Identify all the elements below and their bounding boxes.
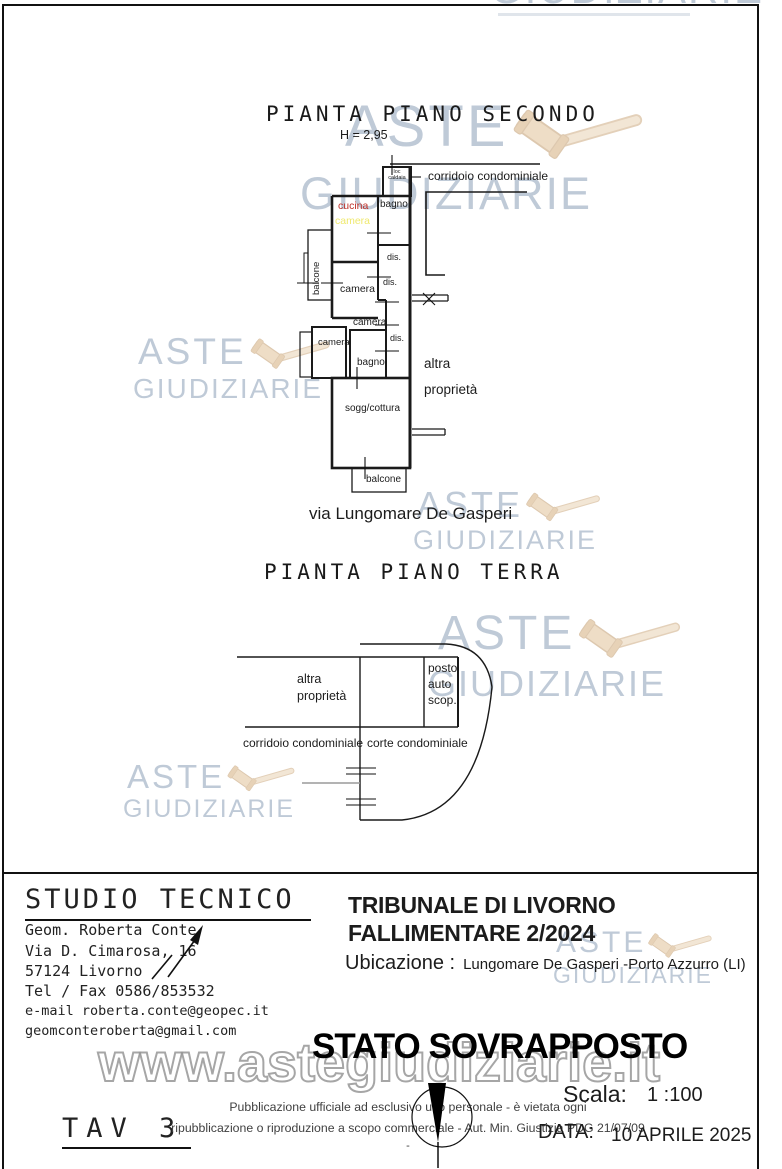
label-corridoio-condominiale: corridoio condominiale <box>428 169 549 183</box>
ubicazione-row: Ubicazione : Lungomare De Gasperi -Porto… <box>345 952 746 975</box>
watermark-text: GIUDIZIARIE <box>413 525 598 555</box>
watermark-lowerleft: ASTE GIUDIZIARIE <box>123 760 299 822</box>
terra-title: PIANTA PIANO TERRA <box>264 560 564 584</box>
label-corridoio-terra: corridoio condominiale <box>243 736 364 750</box>
scala-label: Scala: <box>563 1081 627 1107</box>
ubicazione-label: Ubicazione : <box>345 952 456 974</box>
gavel-icon <box>569 614 687 674</box>
label-camera-1: camera <box>340 283 376 295</box>
watermark-top-partial: GIUDIZIARIE <box>490 0 764 10</box>
label-caldaia: loc caldaia <box>388 169 406 181</box>
watermark-left: ASTE GIUDIZIARIE <box>133 333 335 403</box>
disclaimer-line-2: ripubblicazione o riproduzione a scopo c… <box>171 1121 645 1135</box>
studio-email-pec: e-mail roberta.conte@geopec.it <box>25 1003 269 1019</box>
studio-name: Geom. Roberta Conte <box>25 921 197 939</box>
watermark-text: GIUDIZIARIE <box>300 168 593 219</box>
label-bagno-2: bagno <box>357 357 385 368</box>
signature-arrow-icon <box>151 925 203 980</box>
titleblock-divider <box>2 872 757 874</box>
watermark-text: GIUDIZIARIE <box>553 962 714 988</box>
studio-city: 57124 Livorno <box>25 962 143 980</box>
watermark-text: GIUDIZIARIE <box>428 663 667 704</box>
label-corte-terra: corte condominiale <box>367 736 468 750</box>
studio-phone: Tel / Fax 0586/853532 <box>25 982 215 1000</box>
data-label: DATA: <box>538 1121 594 1143</box>
watermark-terra: ASTE GIUDIZIARIE <box>428 610 687 702</box>
watermark-text: GIUDIZIARIE <box>133 373 324 404</box>
studio-address: Via D. Cimarosa, 16 <box>25 942 197 960</box>
plan2-title: PIANTA PIANO SECONDO <box>266 102 599 126</box>
label-balcone-left: balcone <box>311 261 322 295</box>
ubicazione-value: Lungomare De Gasperi -Porto Azzurro (LI) <box>463 956 746 973</box>
tav-number: TAV 3 <box>62 1113 192 1149</box>
label-dis-3: dis. <box>390 333 405 343</box>
watermark-text: ASTE <box>138 331 247 372</box>
label-dis-2: dis. <box>383 277 398 287</box>
court-name: TRIBUNALE DI LIVORNO <box>348 892 616 918</box>
disclaimer: Pubblicazione ufficiale ad esclusivo uso… <box>163 1097 653 1153</box>
label-camera-2: camera <box>353 317 387 328</box>
court-case: FALLIMENTARE 2/2024 <box>348 920 595 946</box>
label-dis-1: dis. <box>387 252 402 262</box>
watermark-text: ASTE <box>345 94 509 159</box>
label-posto-auto: posto auto scop. <box>428 661 458 707</box>
watermark-text: GIUDIZIARIE <box>123 795 296 823</box>
studio-email-gmail: geomconteroberta@gmail.com <box>25 1023 237 1039</box>
plan2-height-note: H = 2,95 <box>340 128 388 142</box>
label-altra-proprieta-terra: altra proprietà <box>297 672 347 703</box>
watermark-text: ASTE <box>417 484 524 525</box>
watermark-titleblock: ASTE GIUDIZIARIE <box>553 928 716 987</box>
plan2-drawing <box>297 155 540 493</box>
disclaimer-line-3: - <box>406 1140 410 1152</box>
watermark-caption: ASTE GIUDIZIARIE <box>413 487 605 554</box>
data-value: 10 APRILE 2025 <box>611 1125 752 1146</box>
label-camera-3: camera <box>318 337 350 348</box>
label-altra-proprieta-2: altra proprietà <box>424 356 478 397</box>
label-sogg-cottura: sogg/cottura <box>345 403 401 414</box>
watermark-plan2: ASTE GIUDIZIARIE <box>300 98 651 216</box>
watermark-text: ASTE <box>127 758 226 795</box>
watermark-top-underline <box>498 13 690 16</box>
north-arrow-icon <box>411 1083 473 1168</box>
terra-drawing <box>237 643 493 821</box>
studio-title: STUDIO TECNICO <box>25 884 311 921</box>
label-balcone-bottom: balcone <box>366 474 402 485</box>
label-cucina-red: cucina <box>338 200 369 212</box>
watermark-text: ASTE <box>438 607 576 660</box>
doc-title: STATO SOVRAPPOSTO <box>312 1027 688 1066</box>
watermark-url: www.astegiudiziarie.it <box>97 1032 661 1094</box>
disclaimer-line-1: Pubblicazione ufficiale ad esclusivo uso… <box>229 1100 587 1114</box>
watermark-text: GIUDIZIARIE <box>490 0 764 10</box>
watermark-text: ASTE <box>556 926 647 959</box>
label-camera-yellow: camera <box>335 215 371 227</box>
label-bagno-1: bagno <box>380 199 408 210</box>
scala-value: 1 :100 <box>647 1084 703 1106</box>
street-caption: via Lungomare De Gasperi <box>309 504 513 523</box>
